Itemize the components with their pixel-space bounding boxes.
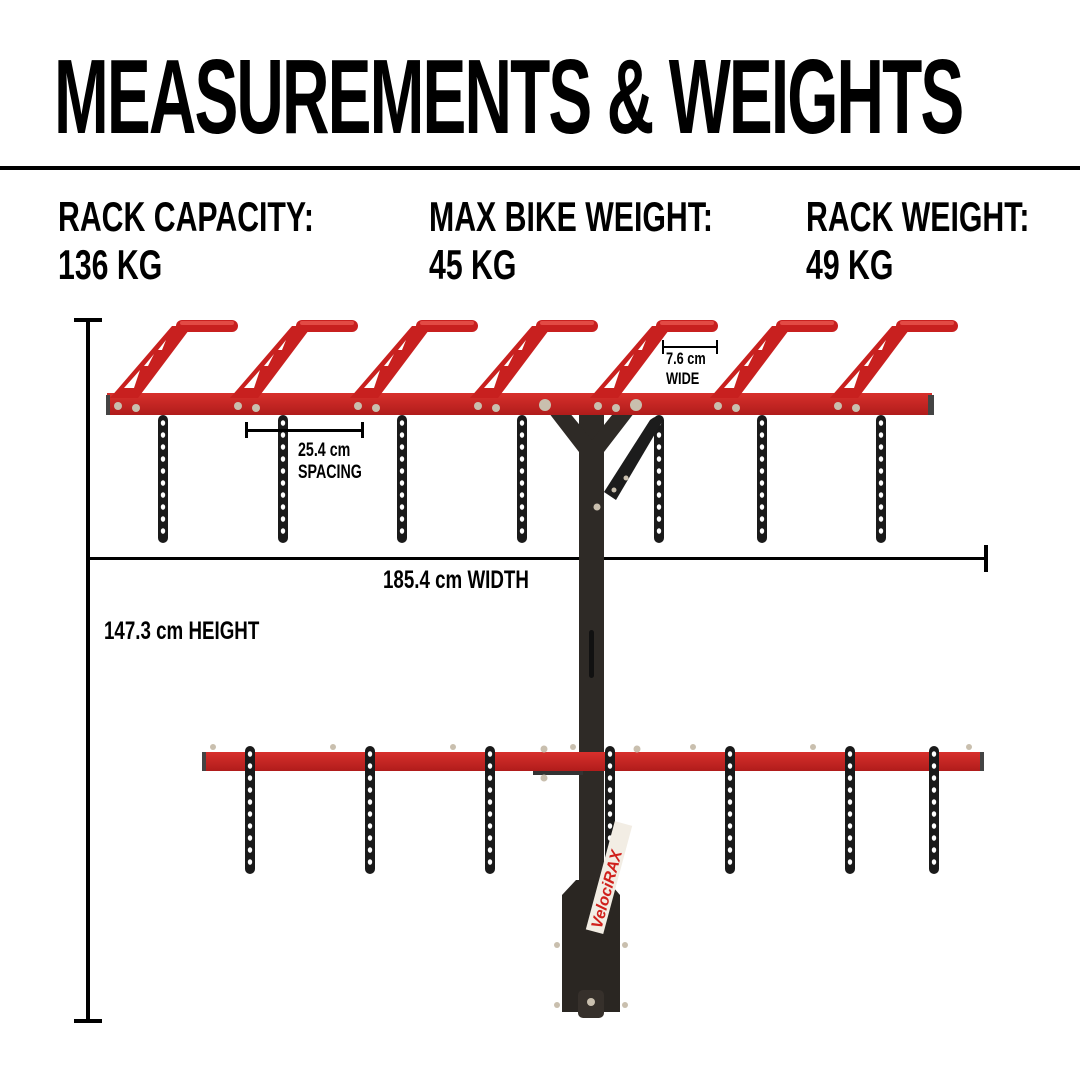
page-title: MEASUREMENTS & WEIGHTS	[54, 38, 964, 156]
spacing-label: SPACING	[298, 461, 362, 483]
stat-value: 49 KG	[806, 241, 894, 288]
height-label: 147.3 cm HEIGHT	[104, 617, 260, 645]
width-dimension-line	[88, 545, 988, 572]
upper-bar	[106, 393, 934, 415]
spacing-annotation: 25.4 cm SPACING	[298, 440, 362, 484]
spacing-value: 25.4 cm	[298, 440, 351, 461]
spacing-dimension-line	[245, 422, 364, 438]
stat-label: RACK CAPACITY:	[58, 193, 314, 240]
height-dimension-line	[74, 318, 102, 1023]
stat-rack-capacity: RACK CAPACITY: 136 KG	[58, 196, 314, 286]
stat-rack-weight: RACK WEIGHT: 49 KG	[806, 196, 1029, 286]
lower-bar	[202, 744, 984, 782]
tray-width-dimension-line	[662, 340, 718, 354]
stat-label: MAX BIKE WEIGHT:	[429, 193, 713, 240]
tray-width-value: 7.6 cm	[666, 349, 706, 368]
upper-straps	[158, 415, 886, 543]
stat-label: RACK WEIGHT:	[806, 193, 1030, 240]
stat-max-bike-weight: MAX BIKE WEIGHT: 45 KG	[429, 196, 713, 286]
stat-value: 136 KG	[58, 241, 163, 288]
tray-width-label: WIDE	[666, 368, 700, 388]
title-divider	[0, 166, 1080, 170]
tray-width-annotation: 7.6 cm WIDE	[666, 349, 706, 388]
width-label: 185.4 cm WIDTH	[383, 566, 529, 594]
stat-value: 45 KG	[429, 241, 517, 288]
